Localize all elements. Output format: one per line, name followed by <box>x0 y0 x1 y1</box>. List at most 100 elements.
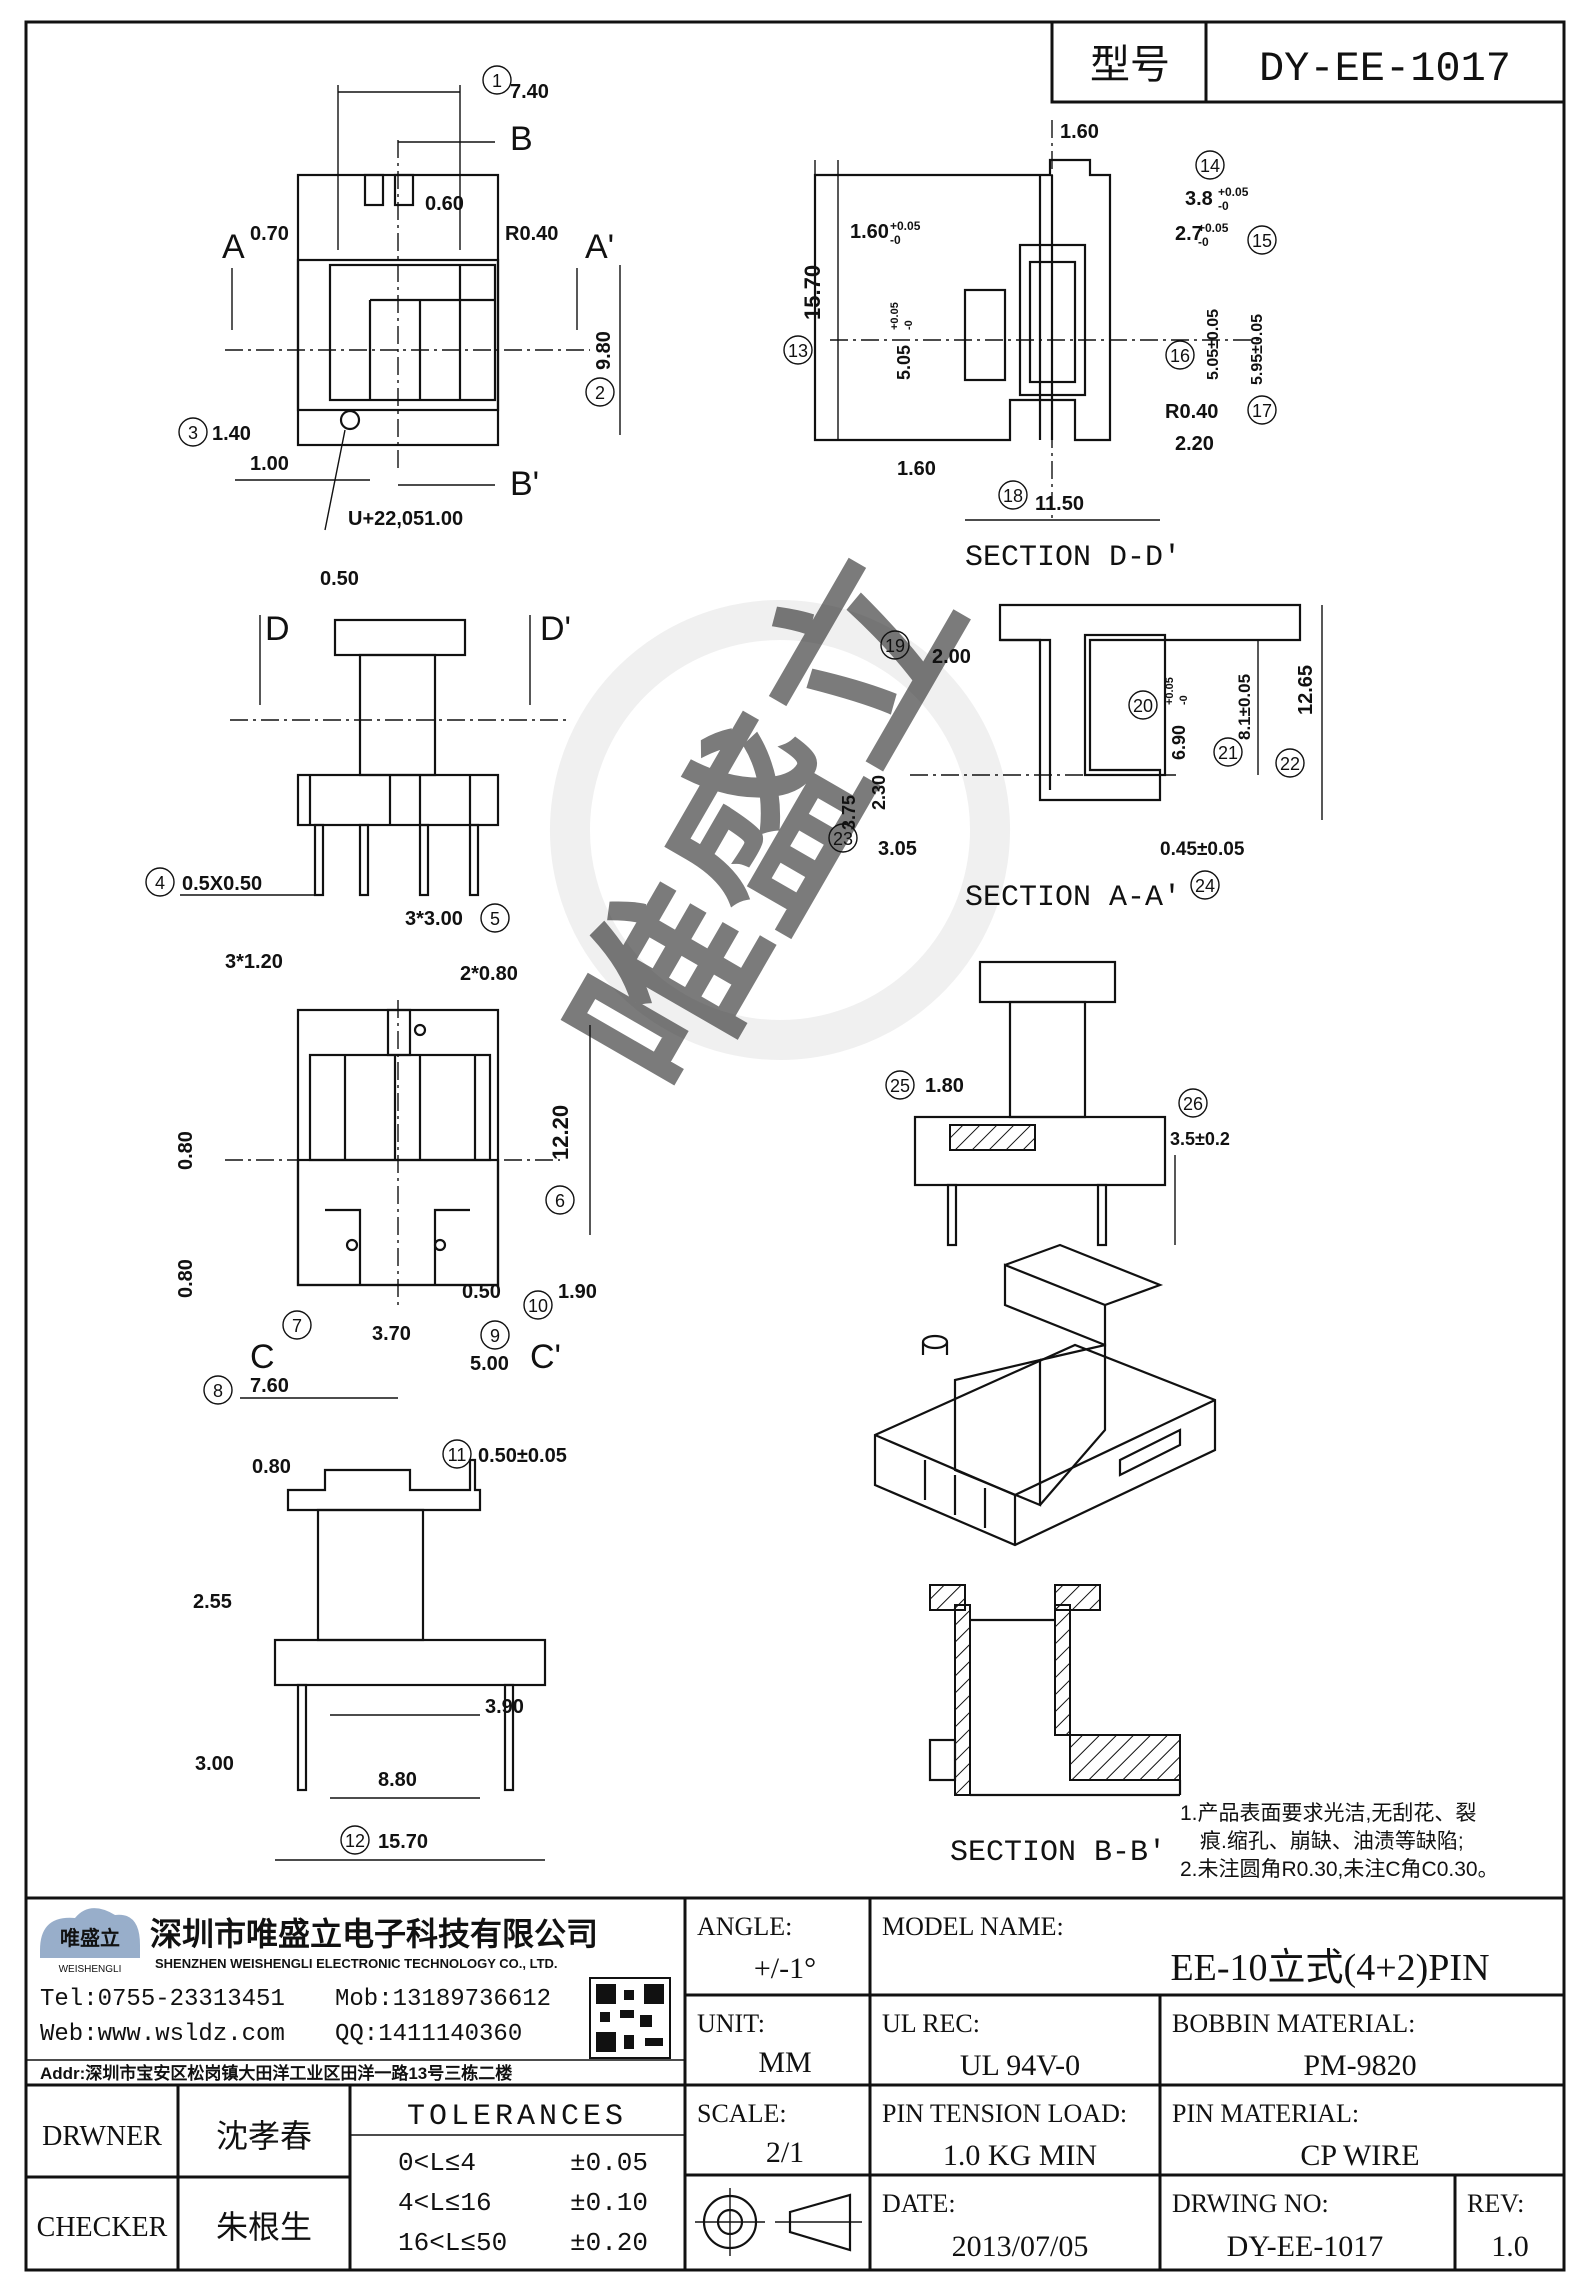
dim-3-8: 3.8 <box>1185 188 1213 210</box>
dim-7-60: 7.60 <box>250 1375 289 1397</box>
pin-material-label: PIN MATERIAL: <box>1172 2099 1359 2128</box>
callout-19: 19 <box>885 636 905 656</box>
callout-13: 13 <box>788 341 808 361</box>
unit-label: UNIT: <box>697 2009 765 2038</box>
right-side-view: 25 1.80 26 3.5±0.2 <box>885 960 1230 1247</box>
pin-tension-value: 1.0 KG MIN <box>943 2139 1097 2172</box>
company-name-en: SHENZHEN WEISHENGLI ELECTRONIC TECHNOLOG… <box>155 1956 558 1971</box>
section-aa-view: 19 2.00 20 6.90 +0.05 -0 8.1±0.05 21 12.… <box>828 603 1323 915</box>
dim-1-60-left: 1.60 <box>850 221 889 243</box>
callout-10: 10 <box>528 1296 548 1316</box>
dim-3x3-00: 3*3.00 <box>405 908 463 930</box>
callout-8: 8 <box>213 1381 223 1401</box>
checker-value: 朱根生 <box>216 2209 312 2245</box>
model-name-label: MODEL NAME: <box>882 1912 1064 1941</box>
dim-1-80: 1.80 <box>925 1075 964 1097</box>
callout-9: 9 <box>490 1326 500 1346</box>
dim-0-50-bv: 0.50 <box>462 1281 501 1303</box>
logo-subtext: WEISHENGLI <box>59 1964 122 1975</box>
dim-1-90: 1.90 <box>558 1281 597 1303</box>
tol-range-2: 4<L≤16 <box>398 2188 492 2218</box>
company-tel: Tel:0755-23313451 <box>40 1986 285 2013</box>
dim-0-80-upper: 0.80 <box>175 1131 197 1170</box>
callout-12: 12 <box>345 1831 365 1851</box>
dim-3-8-tol: +0.05 <box>1218 185 1249 199</box>
callout-5: 5 <box>490 909 500 929</box>
dim-12-65: 12.65 <box>1295 665 1317 715</box>
dim-2-20: 2.20 <box>1175 433 1214 455</box>
dim-2x0-80: 2*0.80 <box>460 963 518 985</box>
label-A-prime: A' <box>585 228 614 266</box>
scale-value: 2/1 <box>766 2136 804 2169</box>
angle-label: ANGLE: <box>697 1912 792 1941</box>
dim-1-00: 1.00 <box>250 453 289 475</box>
dim-1-60-left-tol2: -0 <box>890 233 901 247</box>
label-D-prime: D' <box>540 610 571 648</box>
dim-0-45: 0.45±0.05 <box>1160 839 1245 860</box>
dim-12-20: 12.20 <box>548 1105 573 1160</box>
label-D: D <box>265 610 290 648</box>
isometric-view <box>873 1243 1217 1547</box>
pin-material-value: CP WIRE <box>1300 2139 1419 2172</box>
top-view: 7.40 1 B 0.60 0.70 A R0.40 A' 9.80 2 3 1… <box>178 65 621 531</box>
dim-2-30: 2.30 <box>869 775 889 810</box>
model-number: DY-EE-1017 <box>1259 45 1511 93</box>
callout-20: 20 <box>1133 696 1153 716</box>
bobbin-material-value: PM-9820 <box>1303 2049 1416 2082</box>
dim-3x1-20: 3*1.20 <box>225 951 283 973</box>
watermark-logo: 唯盛立 <box>533 523 1010 1122</box>
dim-0-60: 0.60 <box>425 193 464 215</box>
callout-21: 21 <box>1218 743 1238 763</box>
callout-24: 24 <box>1195 876 1215 896</box>
dim-9-80: 9.80 <box>593 331 615 370</box>
dim-r0-40: R0.40 <box>505 223 558 245</box>
front-view: 0.50 D D' 4 0.5X0.50 3*3.00 5 <box>145 568 571 933</box>
callout-26: 26 <box>1183 1094 1203 1114</box>
qr-code <box>589 1977 671 2059</box>
callout-7: 7 <box>292 1316 302 1336</box>
dim-r0-40-dd: R0.40 <box>1165 401 1218 423</box>
dim-3-5: 3.5±0.2 <box>1170 1129 1230 1149</box>
projection-symbol-icon <box>695 2188 862 2256</box>
dim-0-70: 0.70 <box>250 223 289 245</box>
dim-3-00: 3.00 <box>195 1753 234 1775</box>
date-label: DATE: <box>882 2189 956 2218</box>
note-line-3: 2.未注圆角R0.30,未注C角C0.30。 <box>1180 1858 1499 1881</box>
callout-22: 22 <box>1280 754 1300 774</box>
callout-15: 15 <box>1252 231 1272 251</box>
callout-14: 14 <box>1200 156 1220 176</box>
scale-label: SCALE: <box>697 2099 787 2128</box>
dim-5-00: 5.00 <box>470 1353 509 1375</box>
dim-2-7-tol: +0.05 <box>1198 221 1229 235</box>
section-dd-view: 15.70 13 1.60 14 3.8 +0.05 -0 1.60 +0.05… <box>783 120 1277 575</box>
company-address: Addr:深圳市宝安区松岗镇大田洋工业区田洋一路13号三栋二楼 <box>40 2063 512 2083</box>
label-C: C <box>250 1338 275 1376</box>
label-C-prime: C' <box>530 1338 561 1376</box>
drawing-no-label: DRWING NO: <box>1172 2189 1329 2218</box>
dim-1-60-bottom: 1.60 <box>897 458 936 480</box>
label-B-prime: B' <box>510 465 539 503</box>
dim-u22051: U+22,051.00 <box>348 508 463 530</box>
dim-2-7-tol2: -0 <box>1198 235 1209 249</box>
dim-0-50-fv: 0.50 <box>320 568 359 590</box>
dim-5-95: 5.95±0.05 <box>1249 314 1266 385</box>
callout-1: 1 <box>492 71 502 91</box>
callout-4: 4 <box>155 873 165 893</box>
callout-6: 6 <box>555 1191 565 1211</box>
dim-3-90: 3.90 <box>485 1696 524 1718</box>
section-aa-title: SECTION A-A' <box>965 881 1181 915</box>
model-label: 型号 <box>1090 43 1170 87</box>
dim-5-05-left: 5.05 <box>894 345 914 380</box>
dim-6-90: 6.90 <box>1169 725 1189 760</box>
tol-value-1: ±0.05 <box>570 2148 648 2178</box>
label-B: B <box>510 120 533 158</box>
dim-6-90-tol: +0.05 <box>1164 677 1176 705</box>
tol-range-1: 0<L≤4 <box>398 2148 476 2178</box>
dim-8-80: 8.80 <box>378 1769 417 1791</box>
tol-value-3: ±0.20 <box>570 2228 648 2258</box>
bottom-view: 3*1.20 2*0.80 0.80 12.20 6 0.80 7 0.50 1… <box>175 951 597 1405</box>
notes: 1.产品表面要求光洁,无刮花、裂 痕.缩孔、崩缺、油渍等缺陷; 2.未注圆角R0… <box>1180 1802 1499 1881</box>
dim-7-40: 7.40 <box>510 81 549 103</box>
bobbin-material-label: BOBBIN MATERIAL: <box>1172 2009 1415 2038</box>
dim-1-60-top: 1.60 <box>1060 121 1099 143</box>
